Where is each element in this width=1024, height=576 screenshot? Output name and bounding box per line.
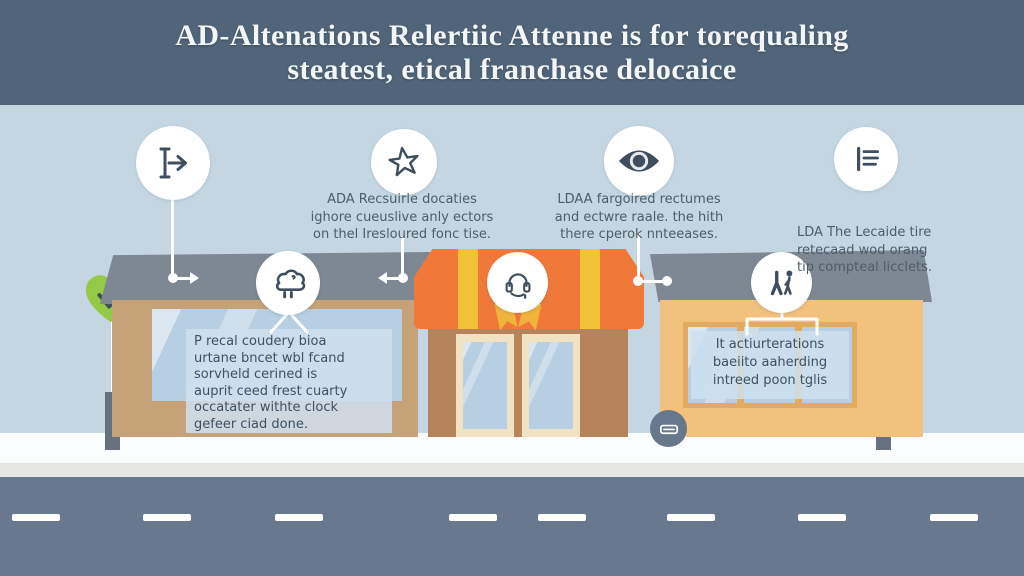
title-banner: AD-Altenations Relertiic Attenne is for …	[0, 0, 1024, 105]
eye-icon	[618, 150, 660, 172]
step1-circle	[136, 126, 210, 200]
connector-dot	[398, 273, 408, 283]
connector-dot	[662, 276, 672, 286]
connector-line	[401, 236, 404, 280]
lane-dash	[275, 514, 323, 521]
left-store-note: P recal coudery bioa urtane bncet wbl fc…	[186, 329, 392, 433]
note-line: occatater withte clock	[194, 400, 339, 415]
caption-line: on thel Iresloured fonc tise.	[313, 227, 491, 242]
lane-dash	[667, 514, 715, 521]
caption-line: and ectwre raale. the hith	[554, 209, 724, 225]
connector-dot	[633, 276, 643, 286]
star-icon	[388, 146, 419, 177]
lane-dash	[449, 514, 497, 521]
note-line: intreed poon tglis	[712, 373, 828, 388]
door-glass	[529, 342, 573, 429]
caption-line: there cperok nnteeases.	[560, 227, 718, 242]
headset-icon	[505, 272, 530, 299]
lane-dash	[798, 514, 846, 521]
caption-line: ADA Recsuirle docaties	[327, 192, 477, 207]
car-icon	[659, 424, 678, 434]
connector-arrow-icon	[378, 272, 387, 284]
lane-dash	[12, 514, 60, 521]
left-store-badge	[256, 251, 320, 315]
note-line: auprit ceed frest cuarty	[194, 383, 348, 399]
person-icon	[275, 269, 306, 299]
caption-line: ighore cueuslive anly ectors	[310, 209, 494, 225]
lane-dash	[143, 514, 191, 521]
title-line-2: steatest, etical franchase delocaice	[287, 52, 737, 86]
step3-caption: LDAA fargoired rectumes and ectwre raale…	[540, 191, 738, 244]
step3-circle	[604, 126, 674, 196]
right-store-badge	[751, 252, 812, 313]
middle-store-door-left	[456, 334, 514, 437]
note-line: sorvheld cerined is	[194, 367, 318, 382]
lane-dash	[538, 514, 586, 521]
walking-figures-icon	[770, 270, 792, 295]
sidewalk	[0, 433, 1024, 463]
connector-arrow-icon	[190, 272, 199, 284]
middle-store-badge	[487, 252, 548, 313]
middle-store-door-right	[522, 334, 580, 437]
caption-line: retecaad wod orang	[797, 242, 928, 258]
step2-caption: ADA Recsuirle docaties ighore cueuslive …	[298, 191, 506, 244]
note-line: baeiito aaherding	[712, 355, 828, 370]
caption-line: tip compteal licclets.	[797, 260, 933, 275]
connector-line	[173, 277, 191, 280]
right-store-note: It actiurterations baeiito aaherding int…	[691, 331, 849, 399]
step4-circle	[834, 127, 898, 191]
note-line: gefeer ciad done.	[194, 416, 308, 432]
step2-circle	[371, 129, 437, 195]
pointer-bracket	[745, 310, 819, 336]
connector-line	[171, 200, 174, 279]
list-outline-icon	[857, 146, 879, 172]
connector-line	[639, 280, 667, 283]
car-badge	[650, 410, 687, 447]
curb-strip	[0, 463, 1024, 477]
door-glass	[463, 342, 507, 429]
road	[0, 477, 1024, 576]
lane-dash	[930, 514, 978, 521]
caption-line: LDA The Lecaide tire	[797, 225, 932, 240]
insert-arrow-icon	[159, 147, 187, 179]
connector-line	[386, 277, 404, 280]
note-line: urtane bncet wbl fcand	[194, 350, 345, 366]
title-line-1: AD-Altenations Relertiic Attenne is for …	[175, 18, 849, 52]
note-line: P recal coudery bioa	[194, 334, 327, 349]
caption-line: LDAA fargoired rectumes	[557, 192, 721, 207]
step4-caption: LDA The Lecaide tire retecaad wod orang …	[797, 224, 947, 277]
connector-line	[637, 233, 640, 283]
note-line: It actiurterations	[715, 337, 825, 352]
connector-dot	[168, 273, 178, 283]
